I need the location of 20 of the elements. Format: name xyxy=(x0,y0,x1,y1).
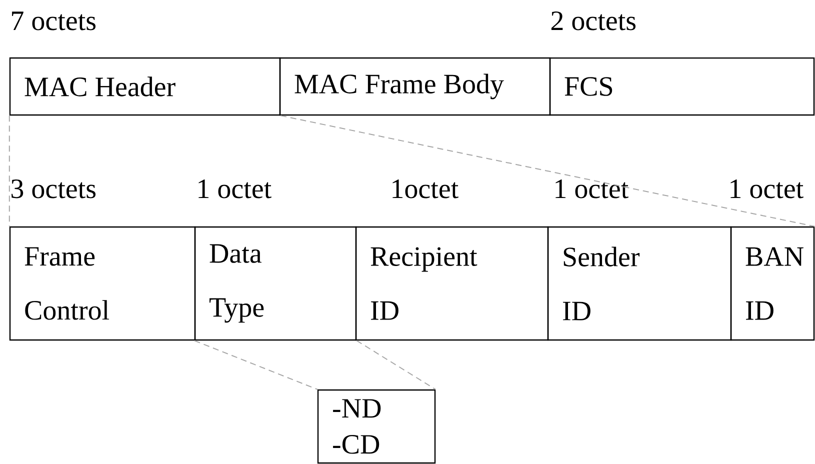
expansion-line xyxy=(280,115,815,227)
field-box: MAC Header xyxy=(9,57,281,116)
size-label: 1 octet xyxy=(198,180,272,198)
size-label: 1 octet xyxy=(730,180,804,198)
size-label: 1octet xyxy=(392,180,458,198)
list-box: -ND -CD xyxy=(317,389,436,464)
field-box: MAC Frame Body xyxy=(279,57,551,116)
size-label: 7 octets xyxy=(12,12,96,30)
field-box: Sender ID xyxy=(547,226,732,341)
field-box: BAN ID xyxy=(730,226,815,341)
size-label: 2 octets xyxy=(551,11,636,30)
field-box: Data Type xyxy=(194,226,357,341)
field-box: Frame Control xyxy=(9,226,196,341)
field-box: Recipient ID xyxy=(355,226,549,341)
size-label: 3 octets xyxy=(12,179,96,198)
field-box: FCS xyxy=(549,57,815,116)
expansion-line xyxy=(8,115,10,227)
size-label: 1 octet xyxy=(556,180,628,198)
expansion-line xyxy=(194,340,318,390)
expansion-line xyxy=(356,340,436,390)
